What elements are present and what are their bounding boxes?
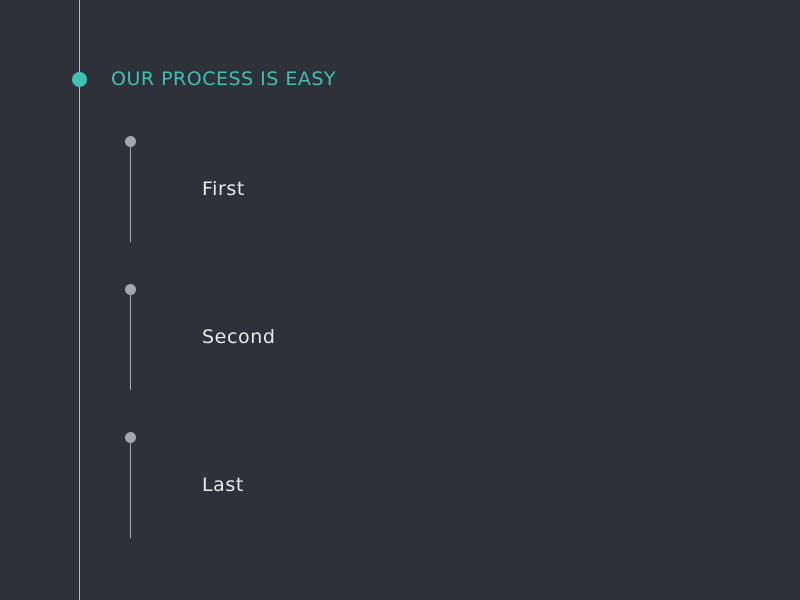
step-label: Second xyxy=(202,326,276,348)
step-dot-icon xyxy=(125,136,136,147)
step-connector-line xyxy=(130,442,131,538)
timeline-header: OUR PROCESS IS EASY xyxy=(0,62,800,96)
timeline-step-first: First xyxy=(0,135,800,242)
step-connector-line xyxy=(130,146,131,242)
step-dot-icon xyxy=(125,284,136,295)
timeline-step-second: Second xyxy=(0,283,800,390)
timeline-step-last: Last xyxy=(0,431,800,538)
step-label: Last xyxy=(202,474,244,496)
step-label: First xyxy=(202,178,245,200)
header-dot-icon xyxy=(72,72,87,87)
timeline-main-line xyxy=(79,0,80,600)
section-title: OUR PROCESS IS EASY xyxy=(111,68,337,90)
step-connector-line xyxy=(130,294,131,390)
step-dot-icon xyxy=(125,432,136,443)
